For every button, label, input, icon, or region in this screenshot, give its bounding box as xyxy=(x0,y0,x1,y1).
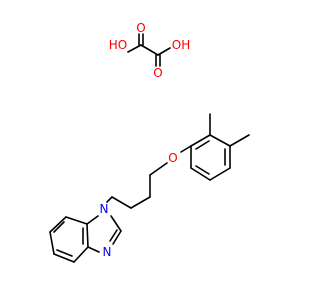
bond-ring-ether-o xyxy=(180,145,192,153)
chain-bond-c3-c4 xyxy=(111,196,132,209)
molecule-canvas: HO OH O O O N N xyxy=(49,21,250,263)
atom-label-imidazole-n1: N xyxy=(100,202,109,216)
ring-double-1 xyxy=(195,140,210,150)
atom-label-carbonyl-o-upper: O xyxy=(136,21,145,35)
structure-diagram: HO OH O O O N N xyxy=(49,21,250,263)
ring-bond-2 xyxy=(209,134,231,147)
bond-c-oh-left xyxy=(127,44,142,53)
imid-bond-c7a-n1 xyxy=(86,215,99,225)
atom-label-oh: OH xyxy=(172,38,190,52)
ring-bond-4 xyxy=(209,167,231,181)
atom-labels: HO OH O O O N N xyxy=(100,21,191,259)
chain-bond-c4-n xyxy=(106,196,113,203)
chain-bond-o-c1 xyxy=(149,162,168,176)
ring-bond-5 xyxy=(190,167,211,181)
benzimidazole xyxy=(49,215,122,263)
atom-label-imidazole-n3: N xyxy=(103,245,112,259)
ring-bond-1 xyxy=(190,134,211,147)
imid-bond-n1-c2 xyxy=(110,215,122,232)
atom-label-carbonyl-o-lower: O xyxy=(153,66,162,80)
imid-bond-c2-n3-b xyxy=(109,229,118,242)
butyl-chain xyxy=(106,162,168,209)
benz-double-2 xyxy=(53,221,65,233)
oxalic-acid xyxy=(127,33,171,67)
imid-bond-c3a-c7a xyxy=(86,223,89,248)
ring-double-3 xyxy=(195,165,210,175)
methyl-bond-para xyxy=(229,134,250,147)
imid-bond-n3-c3a xyxy=(87,246,100,253)
atom-label-ho: HO xyxy=(109,38,127,52)
benz-double-3 xyxy=(56,249,73,257)
benz-bond-3 xyxy=(49,231,55,255)
benz-bond-5 xyxy=(73,246,89,263)
benz-bond-1 xyxy=(65,216,88,225)
benz-bond-4 xyxy=(53,253,75,263)
benz-bond-2 xyxy=(49,216,67,233)
bond-c-oh-right xyxy=(157,47,171,56)
bond-c-c-oxalic xyxy=(140,44,159,56)
atom-label-ether-o: O xyxy=(168,151,177,165)
dimethylphenyl-ring xyxy=(180,113,250,181)
imid-bond-c2-n3-a xyxy=(112,230,122,245)
chain-bond-c2-c3 xyxy=(130,196,151,209)
